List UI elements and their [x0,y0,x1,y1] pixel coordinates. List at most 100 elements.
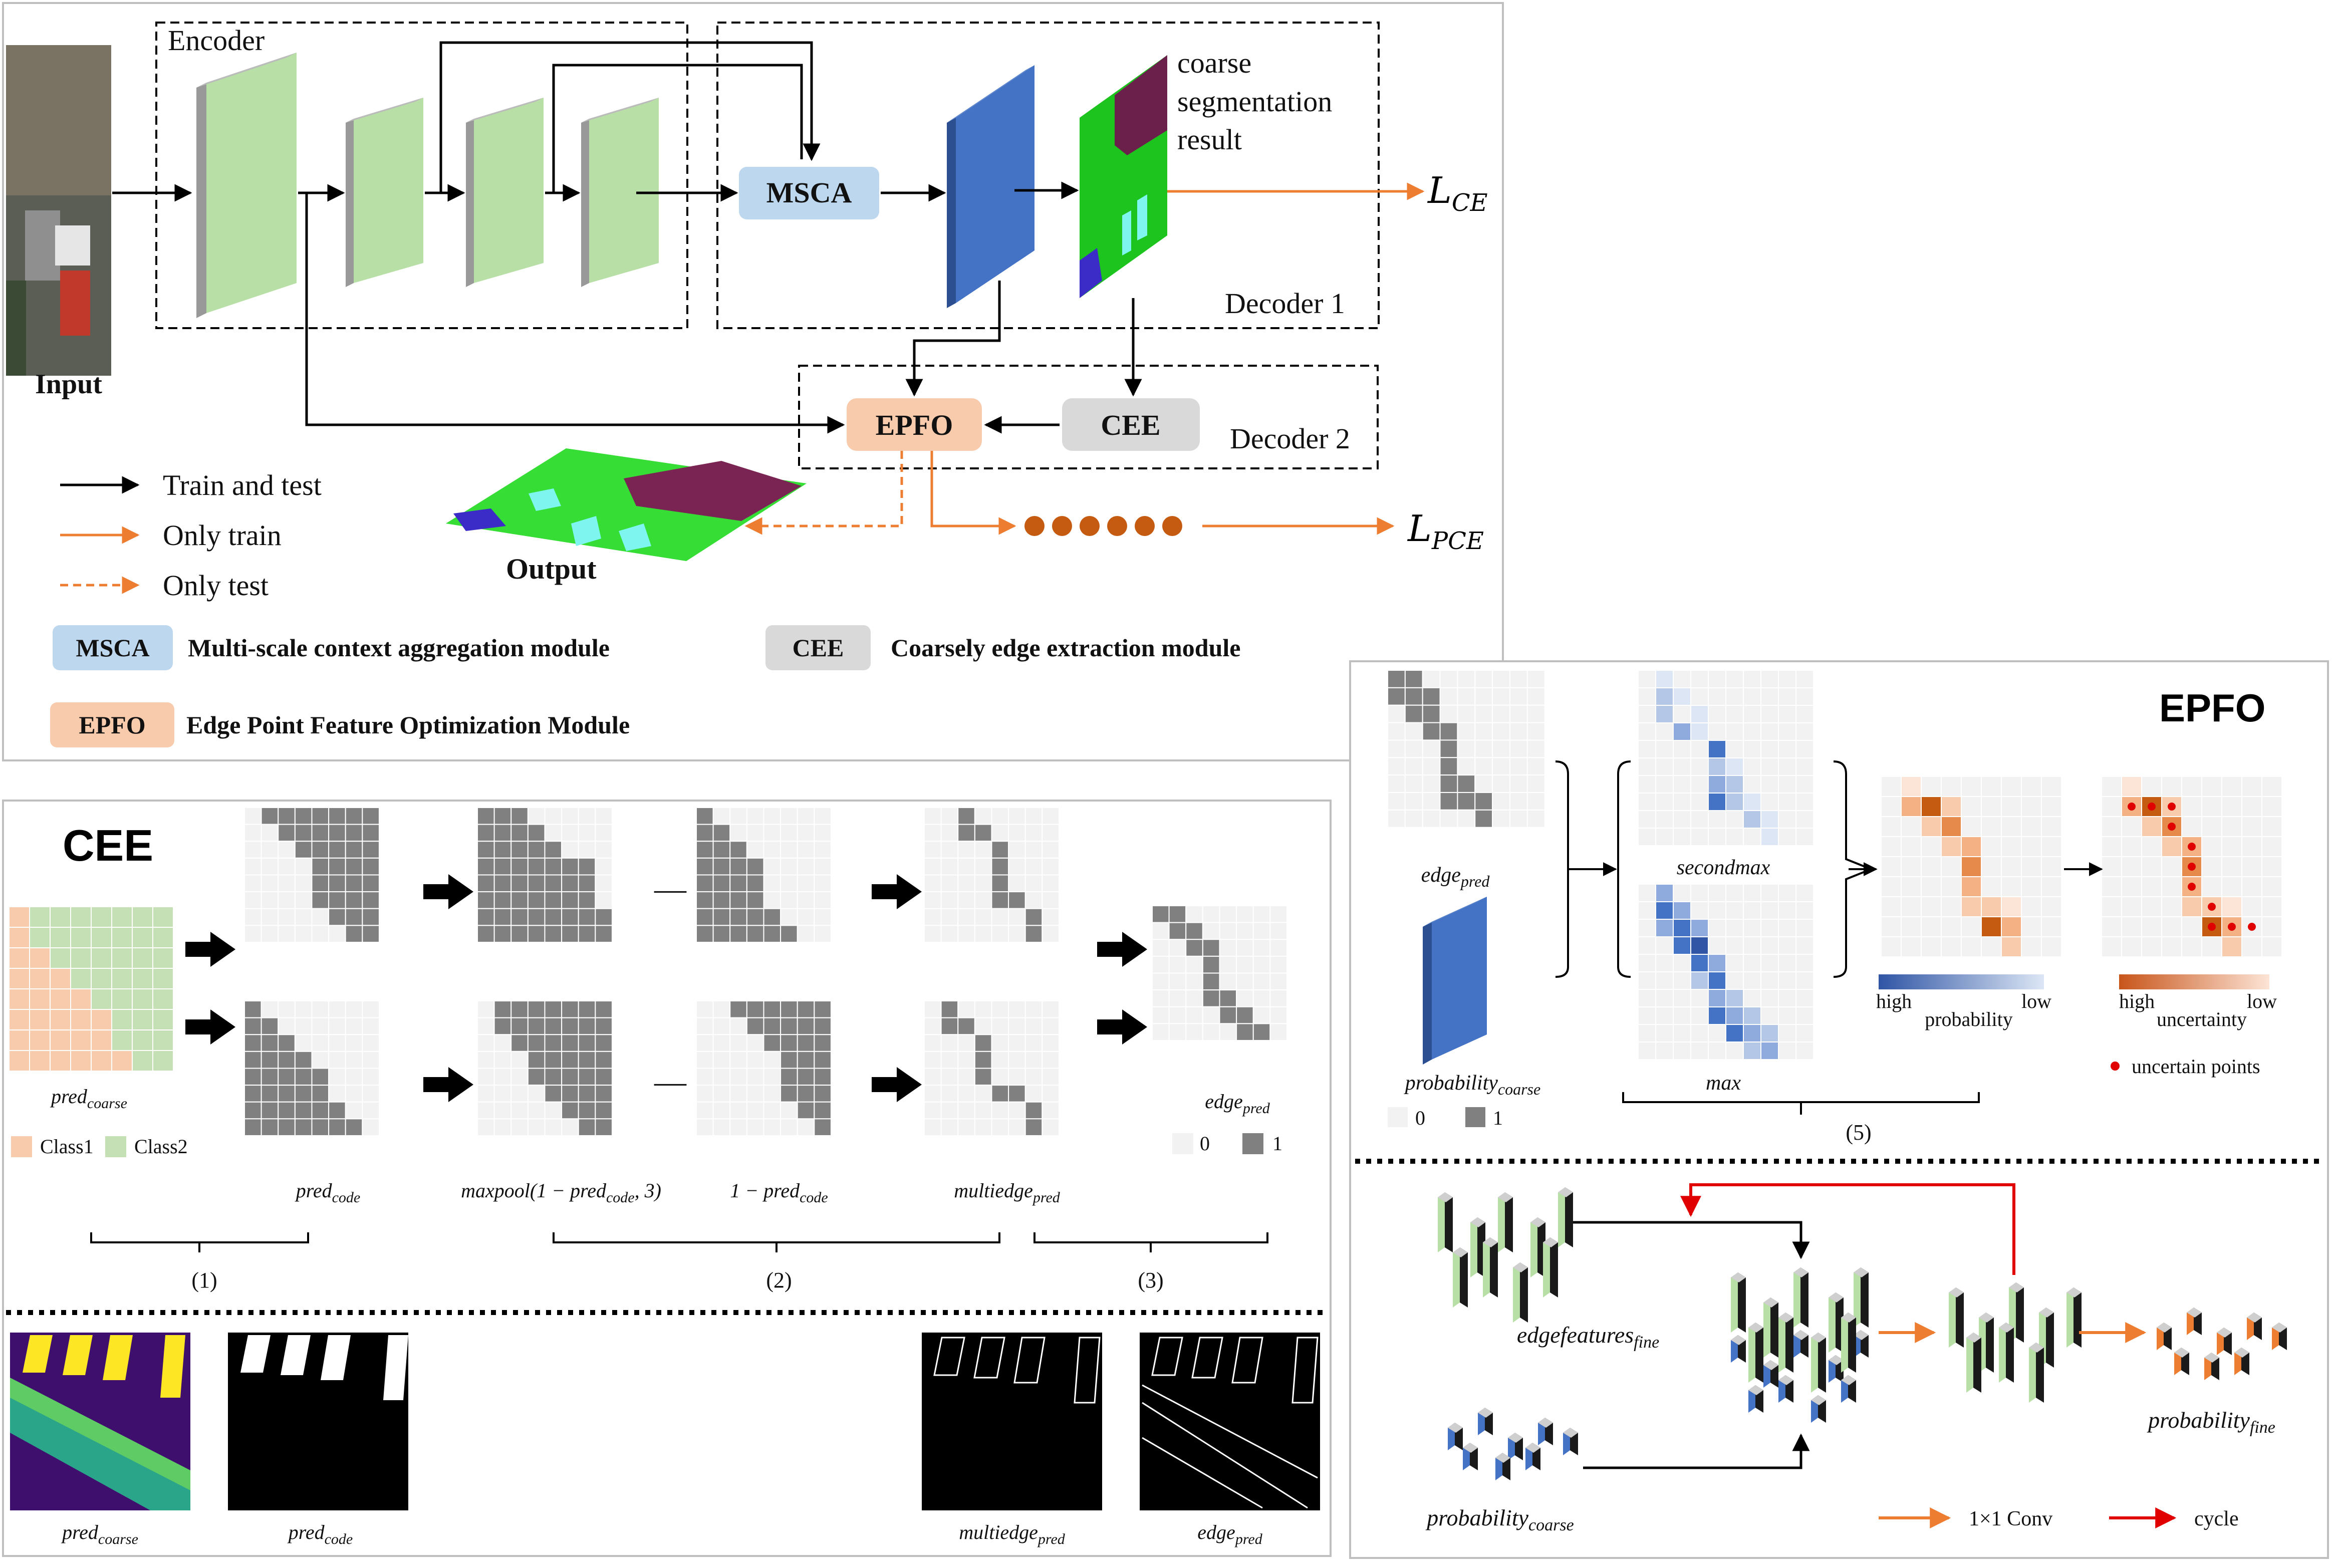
epfo-panel: EPFO edgepred probabilitycoarse 0 1 seco… [1349,660,2329,1559]
legend-msca-desc: Multi-scale context aggregation module [188,634,610,662]
legend-epfo-tag [50,702,174,747]
conv-legend-label: 1×1 Conv [1969,1507,2052,1530]
prob-coarse-bar-4 [1563,1428,1578,1455]
prob-coarse-bar-2 [1508,1433,1523,1460]
bottom-multiedge-image [922,1333,1102,1510]
cee-step-3: (3) [1138,1268,1163,1292]
edgefeatures-bar-4 [1558,1187,1573,1247]
prob-fine-bar-1 [2187,1308,2202,1335]
decoder2-label: Decoder 2 [1230,422,1350,455]
minus-sign-bottom: — [654,1064,687,1099]
prob-fine-bar-6 [2204,1353,2219,1380]
edgefeatures-bar-2 [1498,1192,1513,1252]
concat-blue-bar-8 [1841,1375,1856,1403]
prob-coarse-bar-5 [1463,1443,1478,1470]
bottom-pred-code-image [228,1333,408,1510]
uncertainty-colorbar [2119,974,2269,989]
pred-coarse-grid [9,906,174,1072]
legend-cee-tag [765,625,871,670]
concat-green-bar-5 [1748,1323,1763,1383]
cee-legend-0-swatch [1172,1133,1193,1154]
one-minus-grid-top [696,807,832,943]
bottom-pred-coarse-image [10,1333,190,1510]
coarse-segmentation-image [1080,55,1167,298]
concat-green-bar-6 [1778,1313,1793,1373]
concat-green-bar-4 [1854,1267,1869,1328]
one-minus-grid-bottom [696,1000,832,1136]
epfo-grids [1387,670,2282,1060]
cee-grids [9,807,1287,1136]
concat-green-bar-2 [1793,1267,1808,1328]
cee-block [1062,398,1200,451]
epfo-edge-pred-grid [1387,670,1545,828]
epfo-legend-1-swatch [1465,1107,1485,1127]
concat-green-bar-0 [1731,1272,1746,1333]
refined-bar-7 [2029,1343,2044,1403]
input-label: Input [35,369,102,400]
legend-epfo-tag-text: EPFO [79,711,145,739]
prob-coarse-bar-3 [1538,1418,1553,1445]
msca-block [739,167,879,219]
concat-green-bar-8 [1841,1313,1856,1373]
epfo-block-label: EPFO [876,409,953,441]
concat-green-bar-7 [1811,1333,1826,1393]
prob-fine-bar-7 [2234,1348,2249,1375]
edgefeatures-bar-8 [1543,1237,1558,1297]
legend-only-train: Only train [163,519,282,552]
cee-block-label: CEE [1101,409,1160,441]
epfo-legend-0-swatch [1388,1107,1408,1127]
concat-blue-bar-6 [1778,1375,1793,1403]
legend-msca-tag-text: MSCA [76,634,149,662]
coarse-label-1: coarse [1177,47,1251,79]
encoder-feature-map-4 [581,98,659,287]
class1-label: Class1 [40,1135,94,1158]
concat-blue-bar-2 [1793,1330,1808,1358]
prob-fine-bar-3 [2247,1313,2262,1340]
cee-title: CEE [63,821,153,870]
loss-pce-label: LPCE [1407,507,1484,555]
encoder-feature-map-1 [196,53,297,318]
unc-high-label: high [2119,990,2155,1012]
edgefeatures-fine-label: edgefeaturesfine [1517,1322,1659,1352]
max-grid [1638,884,1814,1060]
pred-code-label: predcode [295,1179,360,1206]
cee-pred-coarse-label: predcoarse [50,1085,127,1112]
legend-cee-tag-text: CEE [793,634,844,662]
encoder-label: Encoder [168,24,265,57]
edge-pred-label: edgepred [1205,1090,1270,1117]
epfo-legend-1: 1 [1493,1107,1503,1129]
decoder1-label: Decoder 1 [1225,287,1345,320]
cee-step-2: (2) [766,1268,792,1292]
class2-swatch [105,1136,126,1157]
prob-high-label: high [1876,990,1912,1012]
unc-low-label: low [2247,990,2277,1012]
edgefeatures-bar-0 [1438,1192,1453,1252]
uncertain-points [2128,803,2256,931]
prob-low-label: low [2021,990,2051,1012]
pred-code-grid-bottom [244,1000,380,1136]
prob-fine-label: probabilityfine [2147,1407,2275,1437]
refined-bar-5 [1966,1333,1981,1393]
output-image [446,448,807,561]
epfo-step-5: (5) [1846,1120,1871,1145]
epfo-legend-0: 0 [1415,1107,1425,1129]
decoder-feature-map [947,65,1034,308]
top-panel: Input Encoder [2,2,1504,761]
pred-code-grid-top [244,807,380,943]
class2-label: Class2 [134,1135,188,1158]
prob-coarse-bar-1 [1478,1408,1493,1435]
multiedge-grid-top [924,807,1060,943]
uncertain-points-label: uncertain points [2132,1055,2260,1078]
cycle-legend-label: cycle [2194,1507,2239,1530]
bottom-edge-image [1140,1333,1320,1510]
prob-fine-bar-4 [2272,1323,2287,1350]
concat-blue-bar-5 [1748,1385,1763,1413]
coarse-label-3: result [1177,123,1242,156]
maxpool-grid-top [477,807,613,943]
minus-sign-top: — [654,871,687,906]
uncertainty-grid [2101,776,2282,957]
edgefeatures-bar-6 [1483,1237,1498,1297]
cee-step-1: (1) [191,1268,217,1292]
edge-pred-grid [1152,905,1287,1041]
